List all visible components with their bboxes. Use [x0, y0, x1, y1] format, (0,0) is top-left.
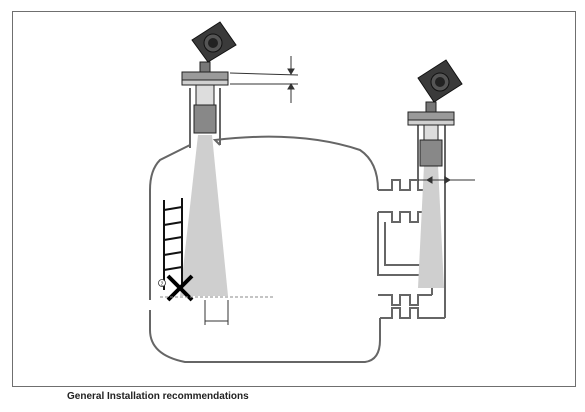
radar-beam-left: [180, 135, 228, 296]
radar-transmitter-left: [181, 21, 237, 134]
figure-caption: General Installation recommendations: [67, 391, 249, 402]
pipe-gap-dimension: [418, 176, 475, 184]
flange-height-dimension: [229, 56, 299, 103]
radar-transmitter-right: [407, 59, 463, 167]
callout-number: 2: [161, 282, 164, 288]
wall-distance-dimension: [204, 300, 229, 325]
ladder: [163, 198, 183, 290]
callout-circle: [158, 279, 166, 287]
diagram-frame: [12, 11, 576, 387]
x-mark: [166, 274, 194, 302]
radar-beam-right: [418, 165, 444, 288]
